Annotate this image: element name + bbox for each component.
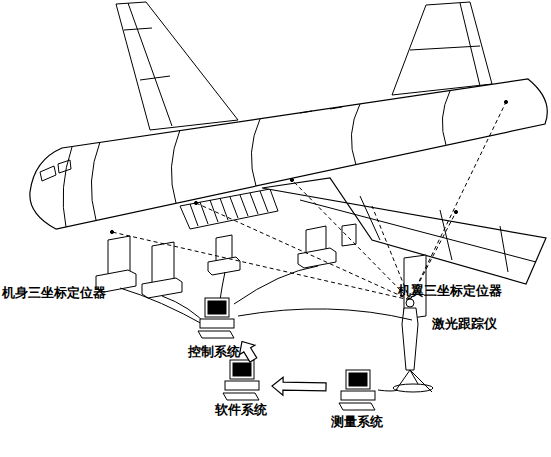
keyboard [223,393,259,400]
screen [349,373,367,386]
computer-case [341,391,375,400]
target-point [110,230,113,233]
flow-arrow [240,341,257,362]
screen [233,363,251,376]
tracker-head [406,299,414,307]
part-label: 激光跟踪仪 [432,316,497,332]
tracker-tripod [396,370,432,392]
monitor [205,298,229,317]
target-point [194,201,197,204]
computer-case [200,319,234,328]
part-label: 机身三坐标定位器 [2,285,106,301]
tail-panel-line [410,3,480,86]
nose-frame [63,147,72,227]
keyboard [339,403,375,410]
computer-icon [339,370,375,410]
locator-base [142,278,182,298]
screen [208,301,226,314]
keyboard [198,331,234,338]
system-label: 软件系统 [215,402,267,418]
wing-root-fairing [180,189,278,229]
computer-icon [198,298,234,338]
control-wire [120,266,412,391]
wing-panel-line [124,3,172,126]
target-point [504,100,507,103]
computer-icon [223,360,259,400]
tracker-base [393,384,433,392]
vertical-tail [392,2,492,95]
tracker-body [402,308,418,370]
fuselage [30,79,547,229]
computer-node: 控制系统 [186,298,242,360]
target-point [454,210,457,213]
cockpit-window [40,160,71,181]
computer-case [225,381,259,390]
flow-arrow [272,377,326,395]
computer-node: 软件系统 [210,360,272,418]
computer-node: 测量系统 [326,370,388,430]
system-label: 测量系统 [331,414,383,430]
locator-base [298,248,336,268]
target-point [290,178,293,181]
laser-measure-line [112,102,506,300]
monitor [230,360,254,379]
locator-base [208,257,240,275]
part-label: 机翼三坐标定位器 [398,283,502,299]
system-label: 控制系统 [188,344,240,360]
fairing-stripe [190,191,268,226]
fuselage-detail [300,107,342,113]
far-wing [116,2,238,130]
monitor [346,370,370,389]
